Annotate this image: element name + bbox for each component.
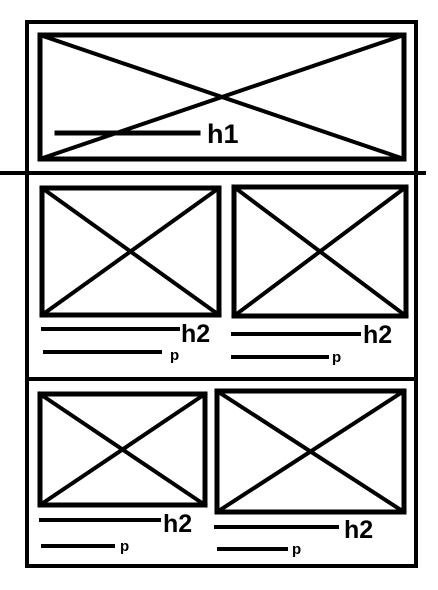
card-paragraph: p [170,347,179,364]
card-paragraph: p [120,538,129,555]
card-image-placeholder [39,185,222,318]
card-image-placeholder [231,184,409,319]
page-frame [25,20,418,568]
card-heading: h2 [344,516,373,544]
card-image-placeholder [214,388,407,515]
card-heading: h2 [181,320,210,348]
hero-heading: h1 [207,119,239,149]
card: h2 p [214,388,407,558]
hero-image-placeholder [37,32,407,162]
card: h2 p [231,184,409,366]
hero-section: h1 [37,32,407,162]
card: h2 p [39,185,222,364]
card-heading: h2 [363,321,392,349]
card: h2 p [37,391,208,555]
card-paragraph: p [332,349,341,366]
card-paragraph: p [292,541,301,558]
card-heading: h2 [163,510,192,538]
card-image-placeholder [37,391,208,508]
